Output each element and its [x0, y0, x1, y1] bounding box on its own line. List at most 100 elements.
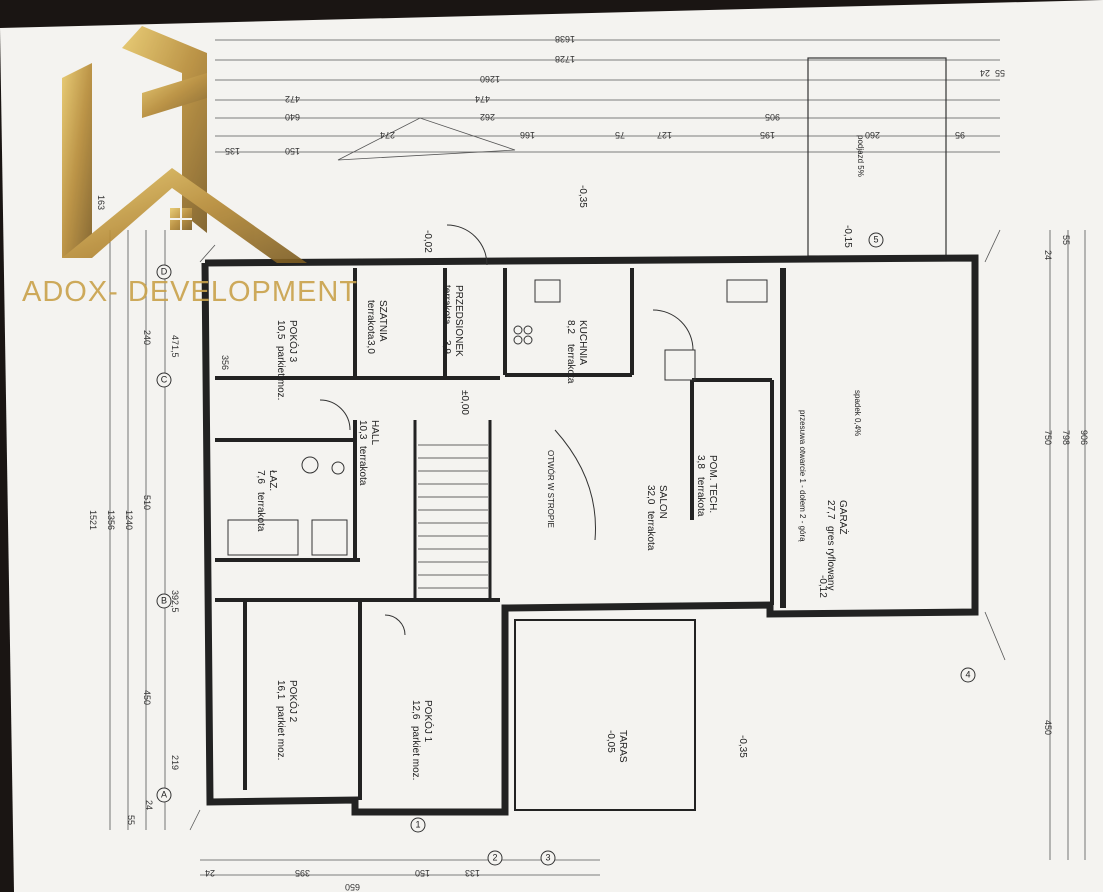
dim-top: 55 — [995, 68, 1005, 78]
dim-right: 55 — [1061, 235, 1071, 245]
dim-left: 1521 — [88, 510, 98, 530]
brand-name: ADOX- DEVELOPMENT — [22, 276, 359, 308]
room-name: POKÓJ 2 — [287, 680, 300, 723]
room-name: POKÓJ 1 — [422, 700, 435, 743]
room-finish: terrakota — [441, 285, 452, 325]
room-finish: terrakota — [255, 492, 266, 532]
axis-marks — [156, 232, 976, 866]
level-mark: -0,35 — [577, 185, 588, 208]
ramp-note: podjazd 5% — [856, 135, 865, 177]
level-marks: -0,02 ±0,00 -0,15 -0,12 -0,35 -0,35 — [422, 185, 853, 758]
dim-left: 24 — [144, 800, 154, 810]
dim-left: 471,5 — [170, 335, 180, 358]
dimension-lines — [109, 39, 1086, 876]
room-finish: parkiet moz. — [275, 346, 286, 400]
dim-left: 163 — [96, 195, 106, 210]
dim-top: 1638 — [555, 34, 575, 44]
room-labels: POKÓJ 3 10,5 parkiet moz. SZATNIA 3,0 te… — [255, 285, 850, 780]
room-name: KUCHNIA — [577, 320, 588, 365]
room-area: -0,05 — [605, 730, 616, 753]
dim-top: 1728 — [555, 54, 575, 64]
room-area: 10,5 — [275, 320, 286, 340]
dim-left: 1240 — [124, 510, 134, 530]
room-name: SZATNIA — [377, 300, 388, 342]
dimensions: 1638 1728 1260 472 474 905 640 135 150 2… — [88, 34, 1089, 892]
dim-bottom: 133 — [465, 868, 480, 878]
axis-mark: 5 — [873, 234, 878, 244]
room-finish: terrakota — [565, 344, 576, 384]
room-finish: terrakota — [645, 511, 656, 551]
axis-mark: B — [161, 595, 167, 605]
dim-right: 750 — [1043, 430, 1053, 445]
dim-top: 24 — [980, 68, 990, 78]
slope-note: spadek 0,4% — [853, 390, 862, 436]
room-area: 3,9 — [441, 340, 452, 354]
axis-mark: A — [161, 789, 167, 799]
room-finish: terrakota — [695, 477, 706, 517]
dim-top: 1260 — [480, 74, 500, 84]
dim-top: 95 — [955, 130, 965, 140]
plan-notes: spadek 0,4% podjazd 5% OTWÓR W STROPIE p… — [546, 135, 865, 542]
dim-top: 274 — [380, 130, 395, 140]
room-area: 7,6 — [255, 470, 266, 484]
room-name: POKÓJ 3 — [287, 320, 300, 363]
walls — [201, 254, 979, 816]
dim-top: 262 — [480, 112, 495, 122]
dim-top: 135 — [225, 146, 240, 156]
garage-door-note: przesuwa otwarcie 1 - dołem 2 - górą — [798, 410, 807, 542]
dim-top: 474 — [475, 94, 490, 104]
logo-house-icon — [62, 26, 307, 263]
room-area: 32,0 — [645, 485, 656, 505]
dim-top: 150 — [285, 146, 300, 156]
room-area: 3,8 — [695, 455, 706, 469]
room-finish: terrakota — [357, 446, 368, 486]
dim-top: 640 — [285, 112, 300, 122]
dim-top: 260 — [865, 130, 880, 140]
dim-bottom: 24 — [205, 868, 215, 878]
dim-top: 195 — [760, 130, 775, 140]
room-area: 10,3 — [357, 420, 368, 440]
room-area: 8,2 — [565, 320, 576, 334]
room-area: 3,0 — [365, 340, 376, 354]
dim-right: 450 — [1043, 720, 1053, 735]
room-name: TARAS — [617, 730, 628, 763]
room-name: HALL — [369, 420, 380, 445]
axis-mark: D — [161, 266, 168, 276]
dim-top: 472 — [285, 94, 300, 104]
room-name: SALON — [657, 485, 668, 519]
dim-top: 166 — [520, 130, 535, 140]
dim-left: 219 — [170, 755, 180, 770]
level-mark: -0,02 — [422, 230, 433, 253]
room-finish: parkiet moz. — [275, 706, 286, 760]
dim-left: 1356 — [106, 510, 116, 530]
axis-mark: 1 — [415, 819, 420, 829]
room-name: GARAŻ — [837, 500, 850, 534]
dim-right: 24 — [1043, 250, 1053, 260]
dim-bottom: 650 — [345, 882, 360, 892]
room-name: PRZEDSIONEK — [453, 285, 464, 357]
dim-left: 450 — [142, 690, 152, 705]
axis-mark: 2 — [492, 852, 497, 862]
room-area: 12,6 — [410, 700, 421, 720]
dim-right: 798 — [1061, 430, 1071, 445]
dim-top: 905 — [765, 112, 780, 122]
dim-left: 55 — [126, 815, 136, 825]
level-mark: -0,35 — [737, 735, 748, 758]
dim-bottom: 150 — [415, 868, 430, 878]
level-mark: ±0,00 — [459, 390, 470, 415]
room-name: POM. TECH. — [707, 455, 718, 513]
room-finish: terrakota — [365, 300, 376, 340]
dim-left: 510 — [142, 495, 152, 510]
room-name: ŁAZ. — [267, 470, 278, 491]
dim-left: 392,5 — [170, 590, 180, 613]
dim-right: 906 — [1079, 430, 1089, 445]
axis-mark: 4 — [965, 669, 970, 679]
axis-mark: C — [161, 374, 168, 384]
dim-left: 356 — [220, 355, 230, 370]
dim-left: 240 — [142, 330, 152, 345]
fixtures — [227, 224, 768, 636]
room-finish: gres ryflowany — [825, 526, 836, 590]
stair-opening-note: OTWÓR W STROPIE — [546, 450, 555, 528]
